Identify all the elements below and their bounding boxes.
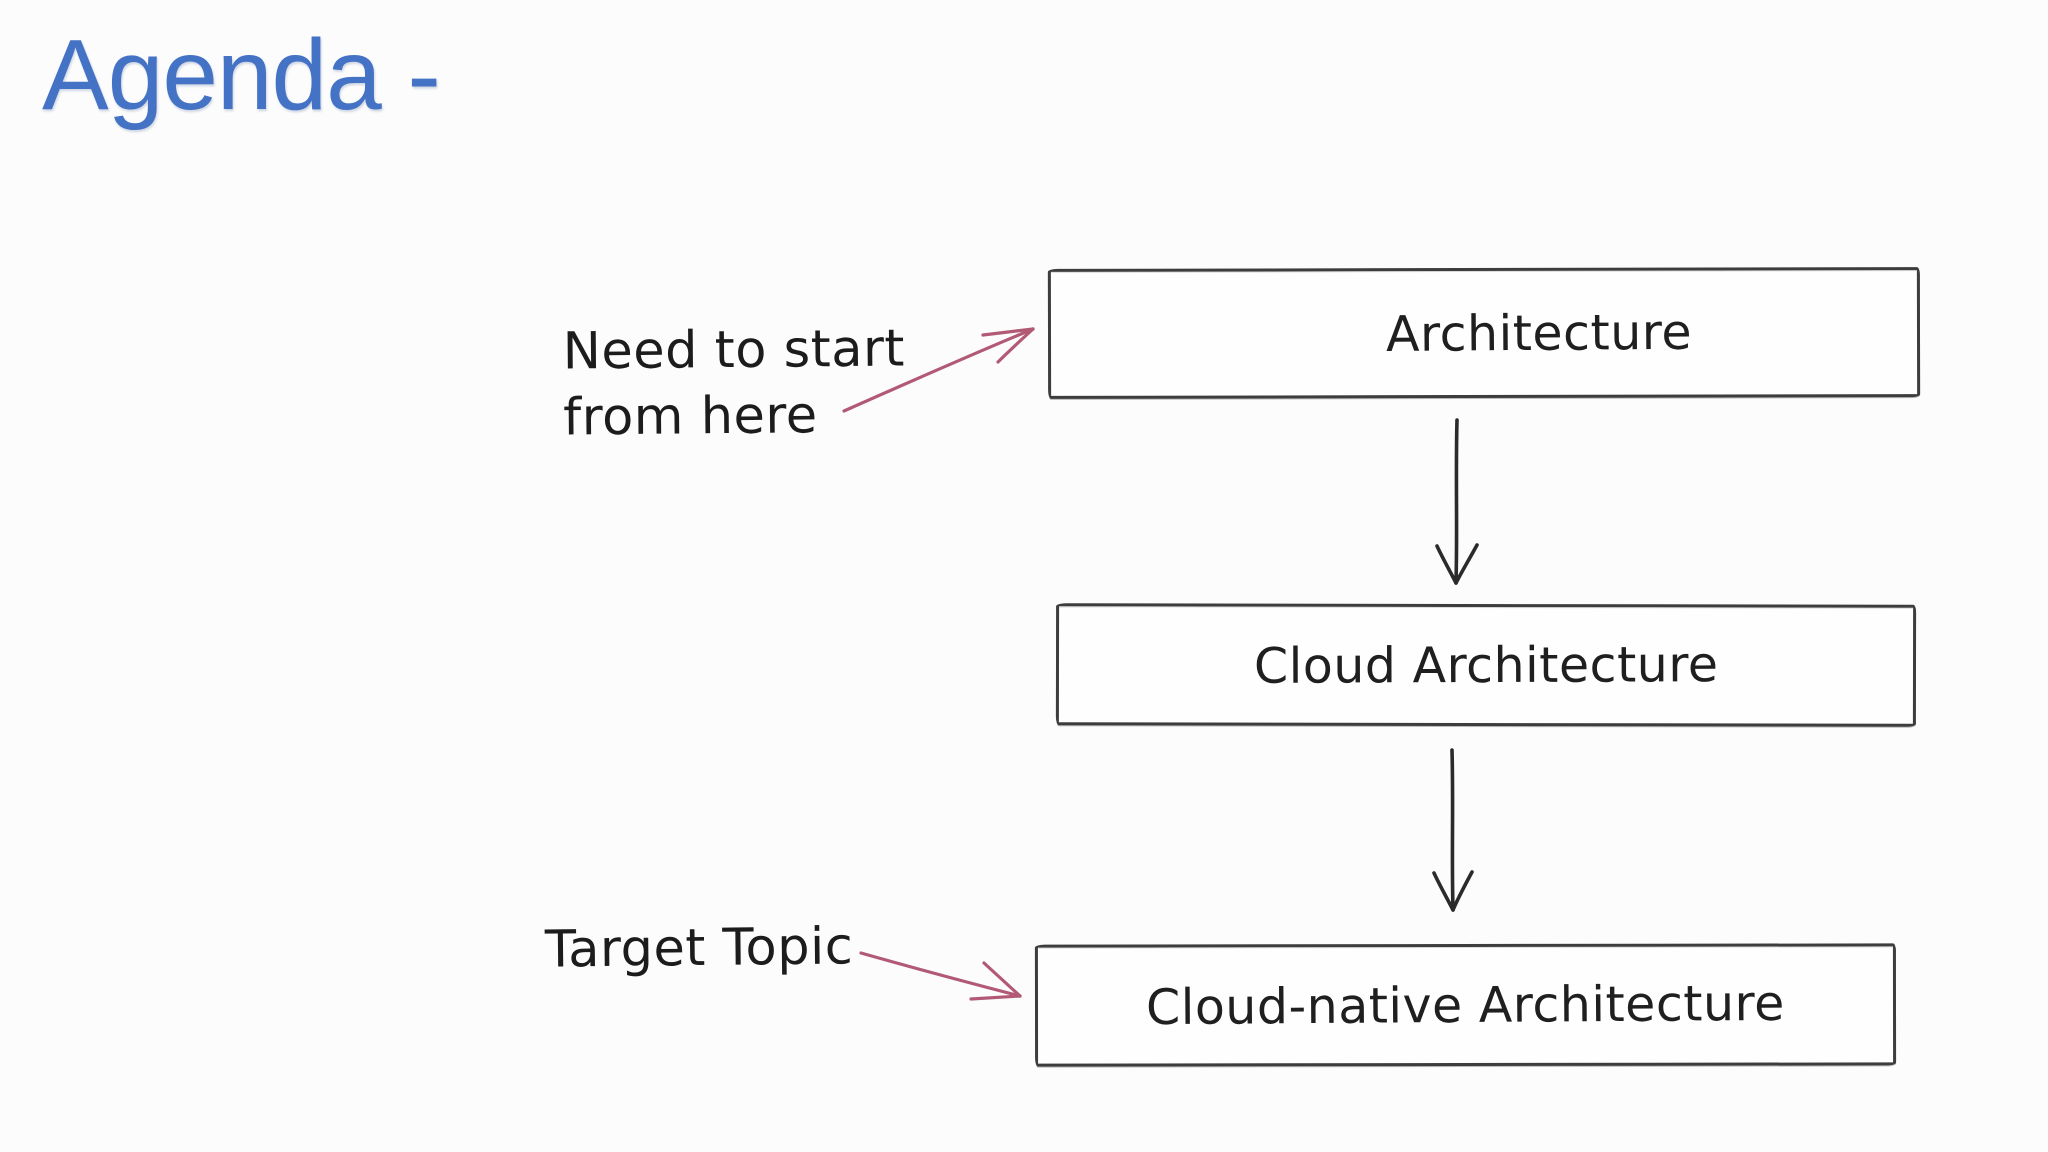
connector-arrow-down-1 (1435, 418, 1479, 585)
node-cloud-architecture-label: Cloud Architecture (1253, 635, 1719, 695)
node-cloud-native-architecture: Cloud-native Architecture (1034, 943, 1897, 1067)
annotation-need-to-start-line-1: Need to start (562, 319, 906, 382)
slide-title: Agenda - (42, 19, 441, 131)
annotation-target-topic-line-1: Target Topic (544, 917, 854, 980)
connector-arrow-down-2 (1432, 748, 1474, 912)
node-architecture-label: Architecture (1385, 303, 1693, 363)
annotation-target-topic: Target Topic (545, 914, 854, 983)
annotation-need-to-start-line-2: from here (563, 386, 818, 448)
node-architecture: Architecture (1047, 267, 1921, 399)
node-cloud-native-architecture-label: Cloud-native Architecture (1145, 974, 1786, 1036)
annotation-arrow-target-topic (859, 951, 1022, 1001)
node-cloud-architecture: Cloud Architecture (1055, 603, 1917, 727)
annotation-need-to-start: Need to start from here (562, 317, 905, 452)
